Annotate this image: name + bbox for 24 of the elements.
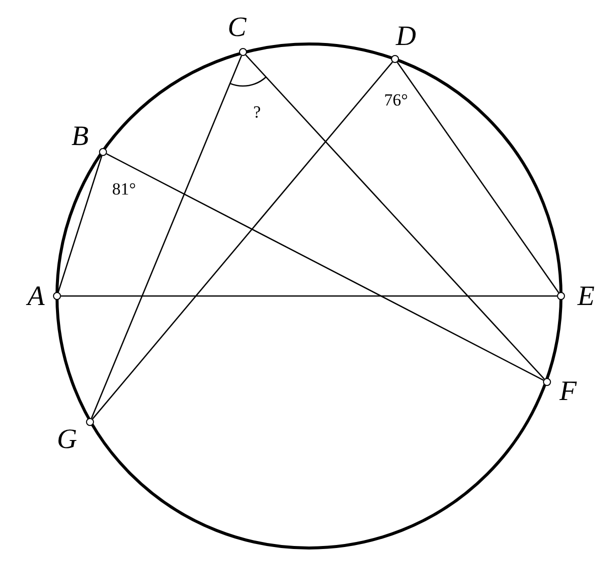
point-marker: [557, 292, 565, 300]
line-segment: [90, 55, 242, 419]
point-label: E: [577, 283, 595, 311]
point-marker: [53, 292, 61, 300]
point-label: B: [71, 123, 89, 151]
point-label: G: [56, 426, 78, 454]
angle-label: 81°: [112, 180, 136, 198]
line-segment: [245, 54, 545, 380]
point-label: C: [228, 14, 246, 42]
point-marker: [86, 418, 94, 426]
line-segment: [58, 156, 102, 292]
angle-label: 76°: [384, 92, 408, 108]
point-marker: [99, 148, 107, 156]
angle-label: ?: [253, 104, 261, 120]
point-label: D: [396, 23, 416, 51]
point-label: F: [559, 378, 577, 406]
line-segment: [61, 295, 557, 297]
line-segment: [92, 62, 393, 420]
point-marker: [391, 55, 399, 63]
point-marker: [543, 378, 551, 386]
line-segment: [106, 153, 544, 381]
line-segment: [396, 62, 560, 294]
point-label: A: [27, 283, 45, 311]
point-marker: [239, 48, 247, 56]
